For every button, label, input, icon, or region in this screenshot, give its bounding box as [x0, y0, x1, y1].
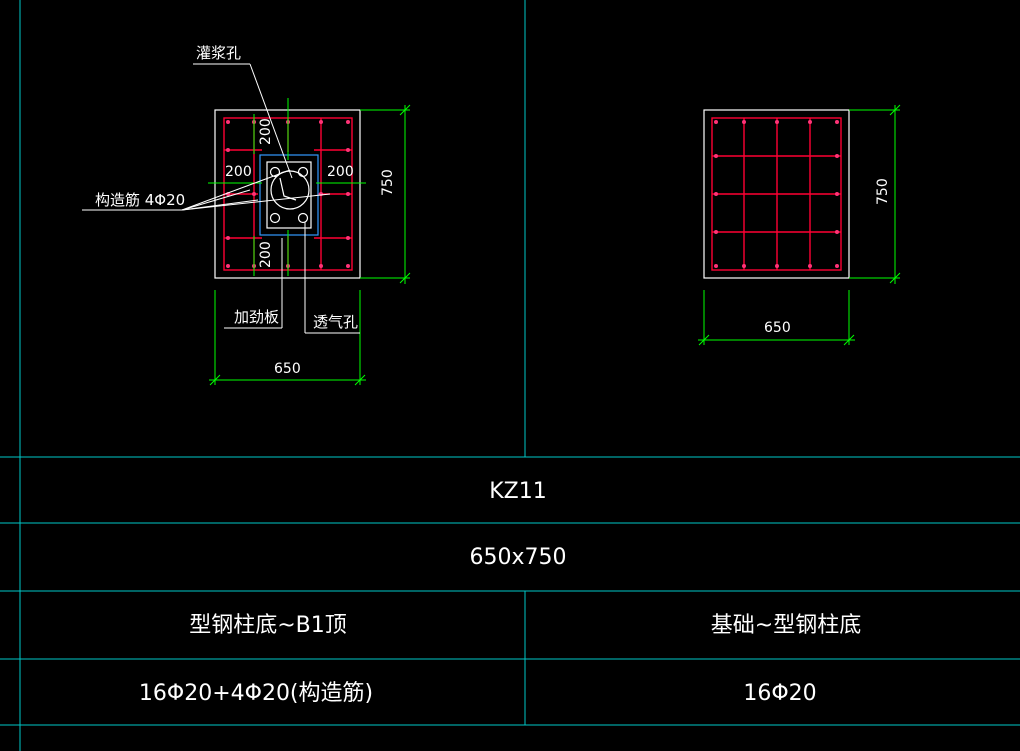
left-dimensions — [208, 98, 411, 386]
table-col-left-header: 型钢柱底~B1顶 — [189, 613, 347, 638]
right-section-detail: 750 650 — [698, 104, 901, 346]
left-section-detail: 750 650 200 200 200 200 灌浆孔 构造筋 4Φ20 加劲板… — [82, 44, 411, 386]
right-rebar-cage — [711, 117, 842, 271]
leader-lines — [82, 63, 360, 334]
label-stirrup-bars: 构造筋 4Φ20 — [95, 191, 185, 209]
left-dim-right-200: 200 — [327, 164, 354, 180]
right-column-outline — [703, 109, 850, 279]
left-width-dim: 650 — [274, 361, 301, 377]
right-height-dim: 750 — [875, 178, 891, 205]
left-steel-plate — [259, 154, 319, 236]
right-width-dim: 650 — [764, 320, 791, 336]
table-col-right-rebar: 16Φ20 — [743, 681, 816, 706]
table-row-size: 650x750 — [469, 545, 566, 570]
left-dim-top-200: 200 — [258, 118, 274, 145]
label-grout-hole: 灌浆孔 — [196, 44, 241, 62]
label-vent-hole: 透气孔 — [313, 313, 358, 331]
right-dimensions — [698, 104, 901, 346]
grout-hole-circle — [270, 170, 310, 210]
table-col-left-rebar: 16Φ20+4Φ20(构造筋) — [139, 681, 373, 706]
left-height-dim: 750 — [380, 169, 396, 196]
left-dim-bottom-200: 200 — [258, 241, 274, 268]
label-stiffener: 加劲板 — [234, 308, 279, 326]
left-dim-left-200: 200 — [225, 164, 252, 180]
left-base-plate — [266, 161, 312, 229]
table-row-name: KZ11 — [489, 479, 547, 504]
table-col-right-header: 基础~型钢柱底 — [711, 613, 861, 638]
